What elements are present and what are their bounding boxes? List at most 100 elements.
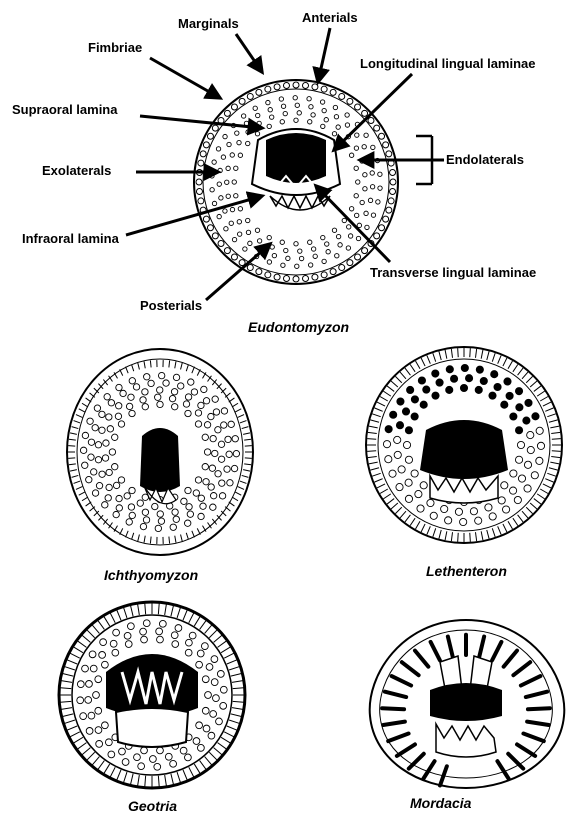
tooth <box>217 182 221 186</box>
tooth <box>445 517 452 524</box>
tooth <box>501 482 508 489</box>
tooth <box>172 509 178 515</box>
tooth <box>106 414 112 420</box>
tooth <box>104 394 110 400</box>
tooth <box>423 386 430 393</box>
tooth <box>308 120 312 124</box>
tooth <box>326 249 330 253</box>
tooth <box>279 97 283 101</box>
tooth <box>202 464 208 470</box>
tooth <box>193 738 200 745</box>
tooth <box>88 712 95 719</box>
tooth <box>86 680 93 687</box>
marginal <box>231 254 237 260</box>
tooth <box>148 380 154 386</box>
tooth <box>237 220 241 224</box>
endolaterals-bracket <box>416 136 432 184</box>
marginal <box>362 110 368 116</box>
tooth <box>498 497 505 504</box>
tooth <box>531 472 538 479</box>
tooth <box>156 628 163 635</box>
tooth <box>221 155 225 159</box>
tooth <box>407 386 414 393</box>
tooth <box>185 410 191 416</box>
tooth <box>215 427 221 433</box>
tooth <box>280 240 284 244</box>
tooth <box>85 697 92 704</box>
tooth <box>502 506 509 513</box>
marginal <box>321 86 327 92</box>
tooth <box>248 241 252 245</box>
tooth <box>396 422 403 429</box>
marginal <box>355 254 361 260</box>
tooth <box>509 487 516 494</box>
marginal <box>196 179 202 185</box>
tooth <box>504 378 511 385</box>
marginal <box>339 265 345 271</box>
tooth <box>157 387 163 393</box>
tooth <box>514 496 521 503</box>
tooth <box>171 632 178 639</box>
tooth <box>195 421 201 427</box>
tooth <box>99 471 105 477</box>
tooth <box>536 427 543 434</box>
tooth <box>234 194 238 198</box>
tooth <box>186 504 192 510</box>
tooth <box>127 623 134 630</box>
tooth <box>185 754 192 761</box>
tooth <box>398 466 405 473</box>
marginal <box>355 104 361 110</box>
tooth <box>203 725 210 732</box>
tooth <box>378 186 382 190</box>
tooth <box>283 111 287 115</box>
tooth <box>349 207 353 211</box>
tooth <box>125 641 132 648</box>
genus-mordacia: Mordacia <box>410 795 472 811</box>
tooth <box>95 457 101 463</box>
marginal <box>265 86 271 92</box>
tooth <box>364 133 368 137</box>
tooth <box>378 172 382 176</box>
tooth <box>112 649 119 656</box>
tooth <box>397 398 404 405</box>
tooth <box>140 628 147 635</box>
tooth <box>336 125 340 129</box>
tooth <box>257 121 261 125</box>
marginal <box>383 216 389 222</box>
label-posterials: Posterials <box>140 298 202 313</box>
tooth <box>126 403 132 409</box>
arrow-anterials <box>318 28 330 82</box>
tooth <box>345 113 349 117</box>
tooth <box>460 518 467 525</box>
tooth <box>195 477 201 483</box>
genus-ichthyomyzon: Ichthyomyzon <box>104 567 198 583</box>
tooth <box>515 427 522 434</box>
tooth <box>336 234 340 238</box>
tooth <box>320 100 324 104</box>
marginal <box>386 151 392 157</box>
marginal <box>374 233 380 239</box>
tooth <box>133 384 139 390</box>
tooth <box>515 456 522 463</box>
marginal <box>274 84 280 90</box>
tooth <box>284 248 288 252</box>
tooth <box>390 411 397 418</box>
tooth <box>185 649 192 656</box>
tooth <box>178 383 184 389</box>
tooth <box>216 147 220 151</box>
tooth <box>298 249 302 253</box>
tooth <box>255 228 259 232</box>
tooth <box>396 483 403 490</box>
tooth <box>202 434 208 440</box>
tooth <box>230 153 234 157</box>
tooth <box>82 462 88 468</box>
tooth <box>134 754 141 761</box>
marginal <box>247 93 253 99</box>
tooth <box>417 505 424 512</box>
tooth <box>494 383 501 390</box>
tooth <box>382 708 404 709</box>
marginal <box>212 233 218 239</box>
tooth <box>213 409 219 415</box>
tooth <box>371 145 375 149</box>
tooth <box>385 456 392 463</box>
